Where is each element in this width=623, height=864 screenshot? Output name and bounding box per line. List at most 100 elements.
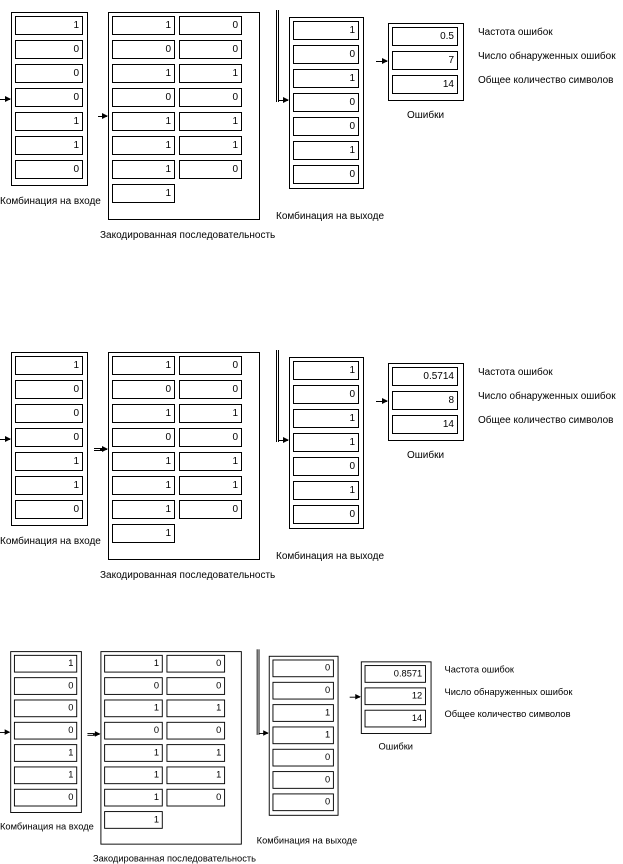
encoded-display: 0 <box>166 654 226 673</box>
error-rate-label: Частота ошибок <box>478 27 553 38</box>
encoded-label: Закодированная последовательность <box>93 853 256 864</box>
errors-display: 14 <box>364 709 426 728</box>
input-display: 0 <box>15 404 83 423</box>
encoded-display: 1 <box>112 476 175 495</box>
output-display: 0 <box>272 659 334 678</box>
input-label: Комбинация на входе <box>0 536 101 547</box>
encoded-display: 1 <box>166 699 226 718</box>
encoded-display: 1 <box>179 64 242 83</box>
encoded-display: 0 <box>112 88 175 107</box>
total-symbols-label: Общее количество символов <box>444 709 571 720</box>
output-label: Комбинация на выходе <box>276 551 385 562</box>
input-display: 1 <box>15 16 83 35</box>
input-display: 1 <box>15 136 83 155</box>
input-display: 0 <box>15 380 83 399</box>
output-display: 1 <box>293 141 359 160</box>
output-display: 1 <box>293 409 359 428</box>
encoded-display: 0 <box>166 677 226 695</box>
input-arrow <box>0 436 11 442</box>
encoded-label: Закодированная последовательность <box>100 570 276 581</box>
output-display: 1 <box>272 704 334 722</box>
input-display: 1 <box>13 654 78 673</box>
output-display: 0 <box>293 505 359 524</box>
errors-display: 0.5714 <box>392 367 458 386</box>
errors-block: 0.5714 8 14 <box>388 363 464 441</box>
input-display: 0 <box>15 88 83 107</box>
encoded-display: 1 <box>179 476 242 495</box>
encoded-arrow <box>93 731 101 737</box>
encoded-display: 1 <box>179 112 242 131</box>
total-symbols-label: Общее количество символов <box>478 415 614 426</box>
encoded-display: 1 <box>104 766 163 785</box>
encoded-display: 0 <box>179 428 242 447</box>
encoded-display: 0 <box>112 428 175 447</box>
errors-arrow <box>349 693 361 700</box>
errors-detected-label: Число обнаруженных ошибок <box>444 687 573 698</box>
encoded-display: 1 <box>104 788 163 807</box>
output-display: 1 <box>293 21 359 40</box>
output-arrow <box>278 97 289 103</box>
encoded-display: 0 <box>179 356 242 375</box>
encoded-display: 1 <box>112 404 175 423</box>
output-display: 1 <box>293 433 359 452</box>
output-display: 0 <box>272 681 334 700</box>
encoded-display: 0 <box>166 721 226 740</box>
encoded-arrow-bus <box>94 448 102 451</box>
output-arrow <box>258 730 269 736</box>
output-display: 1 <box>293 69 359 88</box>
output-display: 0 <box>293 385 359 404</box>
errors-display: 8 <box>392 391 458 410</box>
encoded-display: 1 <box>112 112 175 131</box>
output-arrow <box>278 437 289 443</box>
output-display: 0 <box>272 771 334 789</box>
input-arrow <box>0 96 11 102</box>
errors-label: Ошибки <box>407 450 445 461</box>
error-rate-label: Частота ошибок <box>478 367 553 378</box>
output-display: 0 <box>293 117 359 136</box>
input-display: 0 <box>13 677 78 695</box>
input-display: 1 <box>15 356 83 375</box>
encoded-display: 0 <box>179 500 242 519</box>
errors-display: 14 <box>392 75 458 94</box>
output-display: 0 <box>293 93 359 112</box>
errors-arrow <box>376 398 388 404</box>
input-display: 1 <box>15 452 83 471</box>
encoded-display: 1 <box>112 160 175 179</box>
input-label: Комбинация на входе <box>0 822 94 833</box>
errors-arrow <box>376 58 388 64</box>
errors-detected-label: Число обнаруженных ошибок <box>478 391 616 402</box>
output-display: 1 <box>272 726 334 745</box>
input-display: 1 <box>13 744 78 762</box>
errors-detected-label: Число обнаруженных ошибок <box>478 51 616 62</box>
input-display: 1 <box>13 766 78 785</box>
output-display: 0 <box>293 45 359 64</box>
encoded-display: 1 <box>112 524 175 543</box>
input-display: 0 <box>15 40 83 59</box>
errors-label: Ошибки <box>407 110 445 121</box>
encoded-display: 0 <box>166 788 226 807</box>
encoded-display: 1 <box>112 452 175 471</box>
errors-label: Ошибки <box>378 742 413 753</box>
errors-display: 0.5 <box>392 27 458 46</box>
encoded-display: 1 <box>112 136 175 155</box>
errors-display: 14 <box>392 415 458 434</box>
encoded-display: 1 <box>104 654 163 673</box>
total-symbols-label: Общее количество символов <box>478 75 614 86</box>
input-label: Комбинация на входе <box>0 196 101 207</box>
errors-block: 0.5 7 14 <box>388 23 464 101</box>
encoded-display: 0 <box>104 677 163 695</box>
encoded-arrow-bus <box>87 733 95 736</box>
errors-display: 7 <box>392 51 458 70</box>
input-display: 0 <box>13 721 78 740</box>
output-bus-vertical <box>276 350 279 442</box>
output-display: 0 <box>272 748 334 767</box>
